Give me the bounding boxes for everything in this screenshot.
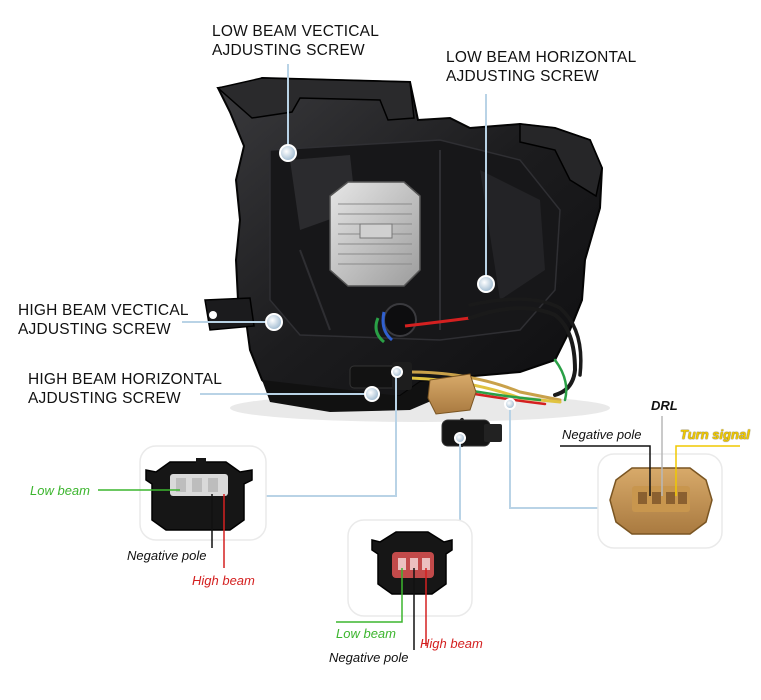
high-beam-vertical-label: HIGH BEAM VECTICAL AJDUSTING SCREW [18,301,189,339]
low-beam-vertical-line1: LOW BEAM VECTICAL [212,23,380,40]
middle-low-beam-label: Low beam [336,626,396,641]
left-high-beam-label: High beam [192,573,255,588]
connector-inset-left [139,445,267,541]
high-beam-vertical-line2: AJDUSTING SCREW [18,321,171,338]
high-beam-horizontal-line2: AJDUSTING SCREW [28,390,181,407]
right-connector-pointers [560,416,740,496]
high-beam-vertical-screw-marker [265,313,283,331]
leader-lines [182,64,598,520]
left-negative-pole-label: Negative pole [127,548,207,563]
left-connector-pointers [98,489,225,568]
right-negative-pole-label: Negative pole [562,427,642,442]
low-beam-vertical-screw-marker [279,144,297,162]
left-low-beam-label: Low beam [30,483,90,498]
low-beam-horizontal-label: LOW BEAM HORIZONTAL AJDUSTING SCREW [446,48,636,86]
high-beam-vertical-line1: HIGH BEAM VECTICAL [18,302,189,319]
connector-inset-right [597,453,723,549]
middle-negative-pole-label: Negative pole [329,650,409,665]
right-drl-label: DRL [651,398,678,413]
low-beam-vertical-label: LOW BEAM VECTICAL AJDUSTING SCREW [212,22,379,60]
high-beam-horizontal-line1: HIGH BEAM HORIZONTAL [28,371,223,388]
high-beam-horizontal-screw-marker [364,386,380,402]
headlight-housing [204,76,610,422]
low-beam-horizontal-screw-marker [477,275,495,293]
right-turn-signal-label: Turn signal [680,427,750,442]
connector-inset-middle [347,519,473,617]
low-beam-vertical-line2: AJDUSTING SCREW [212,42,365,59]
high-beam-horizontal-label: HIGH BEAM HORIZONTAL AJDUSTING SCREW [28,370,222,408]
middle-high-beam-label: High beam [420,636,483,651]
low-beam-horizontal-line1: LOW BEAM HORIZONTAL [446,49,637,66]
middle-connector-pointers [336,568,427,650]
screw-markers [265,144,516,444]
low-beam-horizontal-line2: AJDUSTING SCREW [446,68,599,85]
